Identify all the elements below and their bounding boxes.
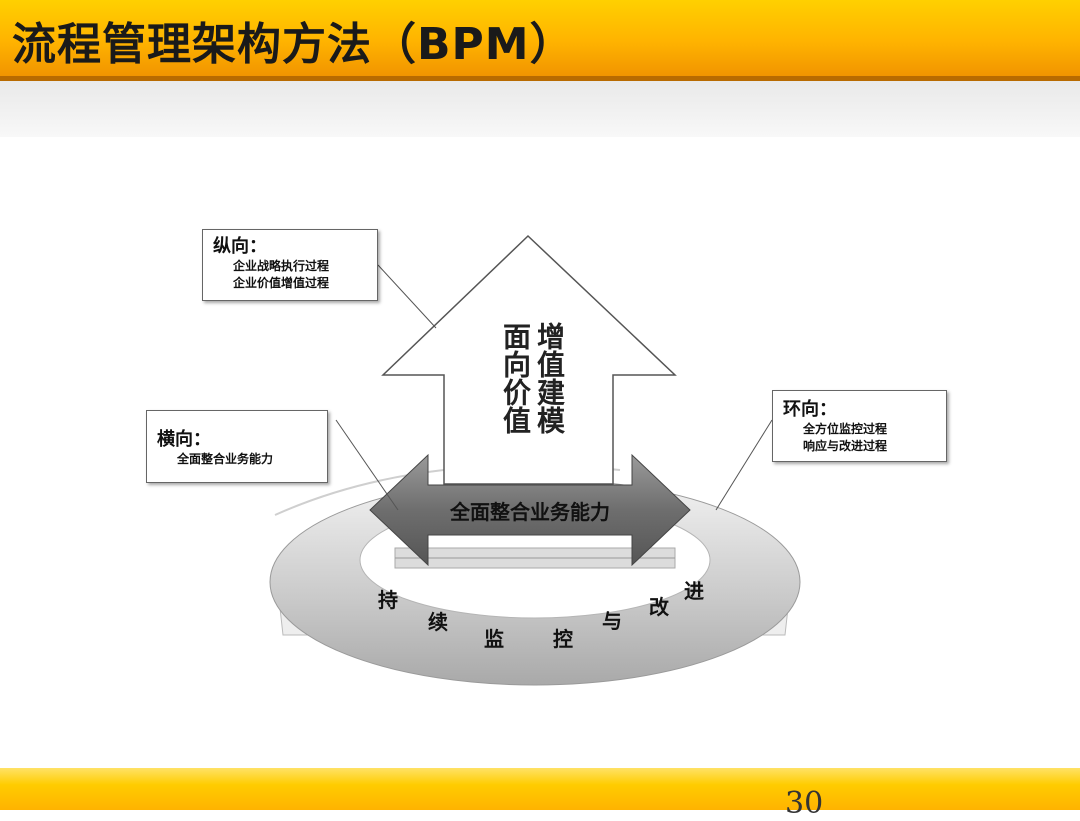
leader-line-ring	[715, 419, 773, 511]
ring-char: 进	[684, 579, 704, 603]
callout-vertical-line: 企业价值增值过程	[233, 276, 330, 290]
callout-ring-title: 环向：	[783, 399, 837, 420]
arrow-text-left: 面向价值	[499, 322, 532, 434]
header-bar	[0, 0, 1080, 76]
callout-horizontal-title: 横向：	[157, 429, 211, 450]
ring-char: 续	[428, 610, 448, 634]
callout-ring-line: 响应与改进过程	[803, 439, 888, 453]
ring-char: 控	[553, 627, 573, 651]
page-number: 30	[785, 786, 824, 821]
leader-line-vertical	[377, 264, 437, 329]
footer-bar	[0, 768, 1080, 810]
leader-line-horizontal	[335, 419, 399, 511]
header-divider	[0, 76, 1080, 81]
callout-ring: 环向： 全方位监控过程 响应与改进过程	[772, 390, 947, 462]
ring-char: 持	[378, 588, 398, 612]
callout-vertical-title: 纵向：	[213, 236, 267, 257]
arrow-text-right: 增值建模	[533, 322, 566, 434]
sub-header-band	[0, 81, 1080, 137]
callout-horizontal-line: 全面整合业务能力	[177, 452, 274, 466]
callout-vertical-line: 企业战略执行过程	[233, 259, 330, 273]
ring-char: 监	[484, 627, 504, 651]
ring-char: 改	[649, 595, 669, 619]
ring-char: 与	[602, 609, 622, 633]
callout-horizontal: 横向： 全面整合业务能力	[146, 410, 328, 483]
horizontal-band-label: 全面整合业务能力	[450, 500, 610, 524]
callout-vertical: 纵向： 企业战略执行过程 企业价值增值过程	[202, 229, 378, 301]
horizontal-arrow	[369, 453, 691, 567]
callout-ring-line: 全方位监控过程	[803, 422, 888, 436]
up-arrow	[381, 234, 677, 485]
slide-title: 流程管理架构方法（BPM）	[12, 19, 575, 70]
